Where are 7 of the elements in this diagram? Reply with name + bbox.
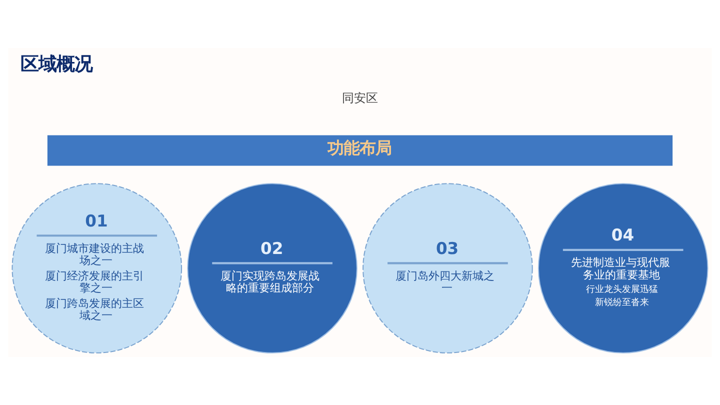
node-circle: 02 厦门实现跨岛发展战略的重要组成部分 [187, 183, 358, 354]
node-circle: 01 厦门城市建设的主战场之一 厦门经济发展的主引擎之一 厦门跨岛发展的主区域之一 [12, 183, 182, 354]
diagram-title: 区域概况 [20, 54, 92, 75]
node-circle: 04 先进制造业与现代服务业的重要基地 行业龙头发展迅猛 新锐纷至沓来 [538, 183, 708, 354]
node-box: 功能布局 [47, 135, 673, 166]
node-circle: 03 厦门岛外四大新城之一 [362, 183, 533, 354]
label: 同安区 [342, 91, 378, 106]
